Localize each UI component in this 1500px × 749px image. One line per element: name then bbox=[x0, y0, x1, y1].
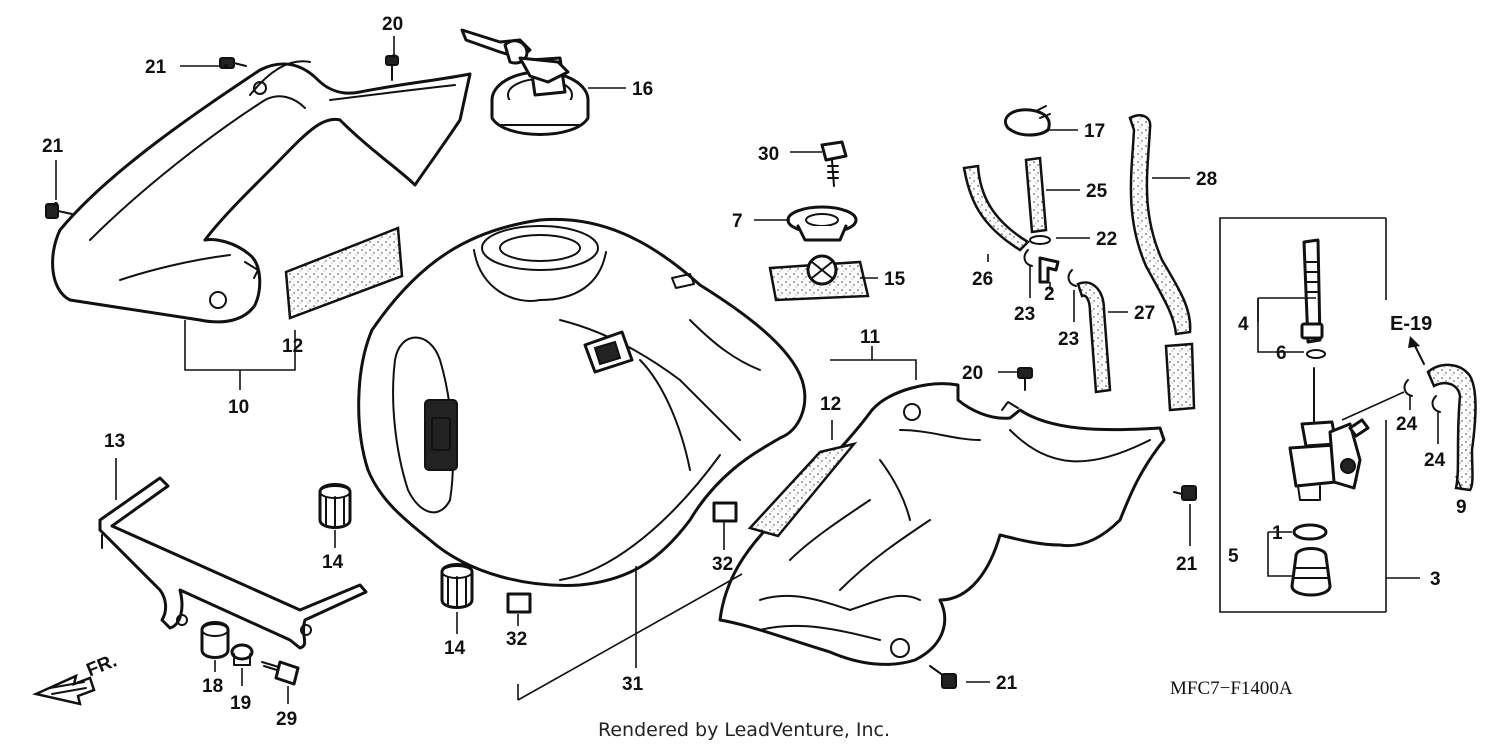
hose-clip-17 bbox=[1004, 105, 1051, 137]
callout-20: 20 bbox=[962, 363, 983, 384]
foam-pad-12-left bbox=[284, 226, 404, 320]
front-direction-arrow bbox=[32, 673, 96, 706]
callout-21: 21 bbox=[42, 136, 64, 157]
callout-16: 16 bbox=[632, 79, 653, 100]
rubber-18 bbox=[200, 621, 230, 659]
callout-21: 21 bbox=[1176, 554, 1198, 575]
callout-25: 25 bbox=[1086, 181, 1108, 202]
cushion-32-lower bbox=[506, 592, 532, 614]
callout-12: 12 bbox=[820, 394, 841, 415]
callout-6: 6 bbox=[1276, 343, 1287, 364]
callout-26: 26 bbox=[972, 269, 993, 290]
callout-17: 17 bbox=[1084, 121, 1105, 142]
callout-20: 20 bbox=[382, 14, 403, 35]
hose-27 bbox=[1076, 281, 1112, 394]
callout-11: 11 bbox=[860, 327, 881, 348]
screw-20-right bbox=[1017, 367, 1033, 391]
cup-5 bbox=[1290, 547, 1332, 597]
callout-14: 14 bbox=[322, 552, 344, 573]
clip-24-lower bbox=[1431, 395, 1441, 413]
callout-5: 5 bbox=[1228, 546, 1239, 567]
fuel-cap-with-keys bbox=[460, 28, 590, 136]
bolt-30 bbox=[820, 140, 848, 187]
callout-13: 13 bbox=[104, 431, 125, 452]
clip-24-upper bbox=[1403, 379, 1413, 397]
callout-21: 21 bbox=[996, 673, 1018, 694]
collar-19 bbox=[230, 643, 254, 666]
screw-20-top bbox=[385, 55, 399, 81]
breather-tube-28 bbox=[1128, 114, 1196, 412]
strainer-4 bbox=[1300, 238, 1324, 344]
callout-2: 2 bbox=[1044, 284, 1055, 305]
diagram-code: MFC7−F1400A bbox=[1170, 678, 1293, 699]
callout-4: 4 bbox=[1238, 314, 1249, 335]
callout-19: 19 bbox=[230, 693, 251, 714]
callout-28: 28 bbox=[1196, 169, 1217, 190]
bolt-29 bbox=[261, 660, 300, 686]
tank-bracket-13 bbox=[98, 476, 368, 650]
callout-30: 30 bbox=[758, 144, 779, 165]
fuel-filter-15 bbox=[768, 254, 870, 302]
bolt-21-left bbox=[45, 203, 73, 219]
callout-27: 27 bbox=[1134, 303, 1155, 324]
fuel-valve-body bbox=[1288, 367, 1370, 501]
bolt-21-bottom bbox=[929, 665, 957, 689]
rubber-14-upper bbox=[318, 483, 352, 529]
callout-23: 23 bbox=[1014, 304, 1035, 325]
cushion-32-upper bbox=[712, 501, 738, 523]
hose-26 bbox=[962, 164, 1031, 252]
callout-12: 12 bbox=[282, 336, 303, 357]
right-tank-shroud bbox=[718, 382, 1166, 666]
callout-14: 14 bbox=[444, 638, 466, 659]
clip-23-left bbox=[1023, 249, 1033, 267]
callout-18: 18 bbox=[202, 676, 223, 697]
e19-arrow bbox=[1408, 336, 1425, 365]
callout-7: 7 bbox=[732, 211, 743, 232]
fuel-tank-31 bbox=[357, 217, 807, 587]
hose-9 bbox=[1426, 363, 1477, 492]
o-ring-1 bbox=[1292, 523, 1328, 541]
render-credit: Rendered by LeadVenture, Inc. bbox=[598, 719, 890, 741]
leader-lines bbox=[54, 36, 1463, 704]
callout-10: 10 bbox=[228, 397, 249, 418]
clip-23-right bbox=[1067, 269, 1077, 287]
callout-22: 22 bbox=[1096, 229, 1117, 250]
callout-9: 9 bbox=[1456, 497, 1467, 518]
grommet-7 bbox=[786, 205, 858, 242]
left-tank-shroud bbox=[51, 60, 472, 324]
rubber-14-lower bbox=[440, 563, 474, 609]
callout-23: 23 bbox=[1058, 329, 1079, 350]
callout-15: 15 bbox=[884, 269, 906, 290]
bolt-21-top-left bbox=[219, 57, 247, 69]
callout-1: 1 bbox=[1272, 523, 1283, 544]
callout-24: 24 bbox=[1424, 450, 1446, 471]
o-ring-6 bbox=[1306, 349, 1326, 359]
joint-2 bbox=[1038, 256, 1060, 284]
callout-31: 31 bbox=[622, 674, 644, 695]
callout-labels: 21 21 20 16 12 10 30 7 15 17 25 28 22 26… bbox=[42, 14, 1467, 741]
front-direction-label: FR. bbox=[84, 650, 120, 681]
fuel-valve-assembly-box bbox=[1219, 217, 1387, 613]
callout-21: 21 bbox=[145, 57, 167, 78]
tube-25 bbox=[1024, 156, 1048, 234]
foam-pad-12-right bbox=[747, 441, 858, 538]
clip-22 bbox=[1029, 235, 1051, 245]
bolt-21-right bbox=[1173, 485, 1197, 501]
callout-32: 32 bbox=[712, 554, 733, 575]
reference-e19: E-19 bbox=[1390, 313, 1432, 335]
callout-29: 29 bbox=[276, 709, 297, 730]
callout-24: 24 bbox=[1396, 414, 1418, 435]
callout-3: 3 bbox=[1430, 569, 1441, 590]
callout-32: 32 bbox=[506, 629, 527, 650]
